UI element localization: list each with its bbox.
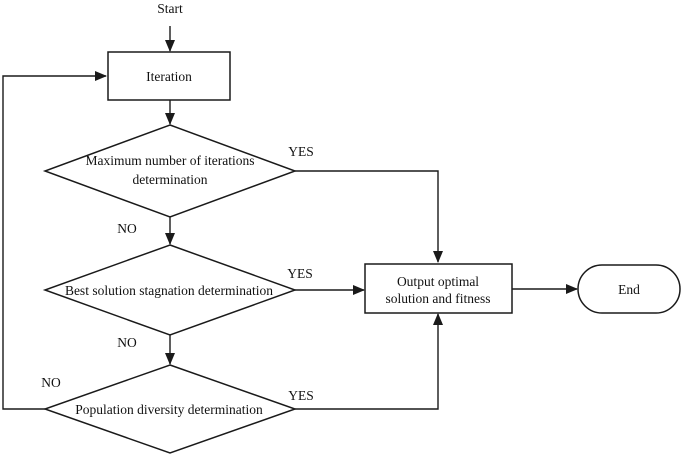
edge-label-diversity-no: NO — [41, 375, 61, 390]
decision-max-iterations-line1: Maximum number of iterations — [85, 153, 254, 168]
edge-label-stagnation-yes: YES — [287, 266, 313, 281]
decision-diversity — [42, 364, 298, 454]
start-label: Start — [157, 1, 183, 16]
edge-label-stagnation-no: NO — [117, 335, 137, 350]
end-terminator — [577, 264, 681, 314]
decision-stagnation-label: Best solution stagnation determination — [65, 283, 273, 298]
edge-label-diversity-yes: YES — [288, 388, 314, 403]
output-box — [364, 263, 513, 314]
decision-diversity-label: Population diversity determination — [75, 402, 263, 417]
decision-stagnation — [42, 244, 298, 336]
decision-max-iterations-line2: determination — [133, 172, 208, 187]
output-label-line2: solution and fitness — [386, 291, 491, 306]
end-label: End — [618, 282, 640, 297]
iteration-box — [107, 51, 231, 101]
edge-label-max-yes: YES — [288, 144, 314, 159]
output-label-line1: Output optimal — [397, 274, 479, 289]
iteration-label: Iteration — [146, 69, 192, 84]
edge-diversity-yes-to-output — [295, 313, 443, 410]
edge-max-yes-to-output — [295, 170, 443, 263]
edge-diversity-no-feedback-to-iteration — [2, 71, 107, 410]
edge-label-max-no: NO — [117, 221, 137, 236]
decision-max-iterations — [42, 124, 298, 218]
